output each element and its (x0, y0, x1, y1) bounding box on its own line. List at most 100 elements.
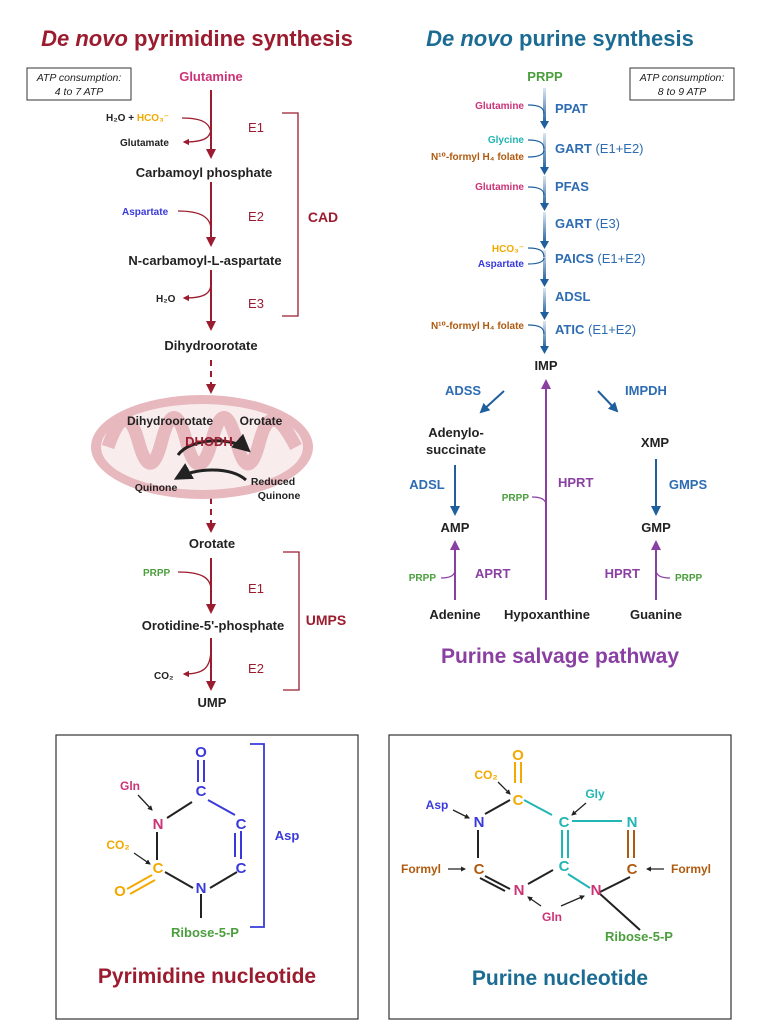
pur-in-curve-2b (527, 149, 545, 158)
pur-gmp: GMP (641, 520, 671, 535)
pyrimidine-blue-bonds (197, 760, 242, 859)
pur-arrowhead-5 (540, 279, 549, 287)
salvage-hypoxanthine: Hypoxanthine (504, 607, 590, 622)
umps-e1: E1 (248, 581, 264, 596)
pyr-n-carbamoyl: N-carbamoyl-L-aspartate (128, 253, 281, 268)
pur-nuc-gln: Gln (542, 910, 562, 924)
pyr-nuc-o-left: O (114, 883, 126, 900)
pyr-prpp: PRPP (143, 568, 171, 579)
pyr-glutamate-curve (182, 127, 212, 146)
pur-nuc-c8: C (627, 861, 638, 878)
purine-ring-bonds (477, 799, 641, 931)
dhodh-bottom-arc (173, 463, 247, 482)
pyrimidine-nucleotide-box (55, 734, 359, 1020)
pur-arrowhead-2 (540, 167, 549, 175)
pyr-atp-line2: 4 to 7 ATP (55, 86, 103, 98)
pur-nuc-o-top: O (512, 747, 524, 764)
purine-brown-bonds (627, 830, 635, 858)
pur-arrowhead-7 (540, 346, 549, 354)
pyr-nuc-n-left: N (153, 816, 164, 833)
pur-arrow-3 (543, 176, 546, 206)
pur-substrate-formyl-folate-2: N¹⁰-formyl H₄ folate (431, 321, 524, 332)
pur-nuc-n1: N (474, 814, 485, 831)
pyr-nuc-c-left-bottom: C (153, 860, 164, 877)
pyr-nuc-asp-bracket (250, 743, 265, 928)
pyr-orotate: Orotate (189, 536, 235, 551)
pyr-prpp-curve (177, 571, 212, 591)
pyr-omp: Orotidine-5'-phosphate (142, 618, 284, 633)
pur-arrow-6 (543, 288, 546, 315)
pur-nuc-asp-arrow (452, 809, 470, 819)
pur-adss: ADSS (445, 383, 481, 398)
pur-gmps: GMPS (669, 477, 708, 492)
pyr-dihydroorotate: Dihydroorotate (164, 338, 257, 353)
pur-prpp: PRPP (527, 69, 563, 84)
salvage-prpp-mid: PRPP (502, 493, 530, 504)
pyr-nuc-c-right-top: C (236, 816, 247, 833)
pur-substrate-hco3: HCO₃⁻ (492, 244, 524, 255)
salvage-prpp-left: PRPP (409, 573, 437, 584)
pyr-co2: CO₂ (154, 671, 173, 682)
pyr-e1: E1 (248, 120, 264, 135)
salvage-adenine: Adenine (429, 607, 480, 622)
salvage-prpp-right-curve (655, 569, 671, 579)
pur-nuc-gly: Gly (585, 787, 605, 801)
salvage-hprt-mid: HPRT (558, 475, 593, 490)
pur-enzyme-ppat: PPAT (555, 101, 588, 116)
pur-arrowhead-4 (540, 241, 549, 249)
pur-arrow-adss (479, 390, 505, 414)
umps-e2: E2 (248, 661, 264, 676)
salvage-aprt: APRT (475, 566, 510, 581)
pur-arrowhead-1 (540, 121, 549, 129)
purine-teal-bonds (523, 799, 622, 889)
pyr-nuc-o-top: O (195, 744, 207, 761)
pyr-h2o-plus: H₂O + HCO₃⁻ (106, 113, 169, 124)
pur-enzyme-gart-e1e2: GART (E1+E2) (555, 141, 644, 156)
pyr-nuc-ribose: Ribose-5-P (171, 925, 239, 940)
pur-substrate-glutamine-2: Glutamine (475, 182, 524, 193)
pyr-carbamoyl-phosphate: Carbamoyl phosphate (136, 165, 273, 180)
pyrimidine-ring-bonds (156, 801, 238, 889)
pyrimidine-title: De novo pyrimidine synthesis (41, 26, 353, 51)
dhodh-label: DHODH (185, 434, 233, 449)
umps-bracket (283, 551, 300, 691)
purine-orange-bonds (514, 762, 522, 783)
pur-adenylo-1: Adenylo- (428, 425, 484, 440)
mito-orotate: Orotate (240, 414, 283, 428)
mito-reduced-quinone-1: Reduced (251, 476, 295, 488)
pur-arrowhead-3 (540, 203, 549, 211)
pur-arrow-4 (543, 212, 546, 244)
pyr-aspartate: Aspartate (122, 207, 169, 218)
pur-arrowhead-6 (540, 312, 549, 320)
pur-enzyme-pfas: PFAS (555, 179, 589, 194)
pyr-nuc-n-bottom: N (196, 880, 207, 897)
pur-nuc-co2-arrow (497, 781, 511, 795)
pur-imp: IMP (534, 358, 557, 373)
pur-substrate-glutamine-1: Glutamine (475, 101, 524, 112)
pyr-hco3-curve (181, 117, 212, 136)
pur-nuc-c5: C (559, 814, 570, 831)
pyr-nuc-title: Pyrimidine nucleotide (98, 965, 316, 988)
pur-in-curve-5a (527, 247, 545, 258)
pur-amp: AMP (441, 520, 470, 535)
pur-in-curve-2a (527, 139, 545, 150)
pur-in-curve-7 (527, 324, 545, 335)
pur-in-curve-5b (527, 257, 545, 265)
pyr-nuc-co2-arrow (133, 852, 151, 865)
pur-nuc-n3: N (514, 882, 525, 899)
pyr-atp-line1: ATP consumption: (36, 72, 122, 84)
pur-substrate-glycine: Glycine (488, 135, 525, 146)
pyr-atp-box (26, 67, 132, 101)
pur-nuc-formyl-left: Formyl (401, 862, 441, 876)
salvage-prpp-mid-curve (531, 496, 547, 506)
pur-arrow-impdh (597, 390, 619, 413)
mito-reduced-quinone-2: Quinone (258, 490, 301, 502)
pyr-nuc-gln: Gln (120, 779, 140, 793)
pur-enzyme-paics: PAICS (E1+E2) (555, 251, 645, 266)
salvage-prpp-right: PRPP (675, 573, 703, 584)
pyr-h2o-out: H₂O (156, 294, 176, 305)
pur-enzyme-adsl: ADSL (555, 289, 590, 304)
pyr-glutamine: Glutamine (179, 69, 243, 84)
pur-nuc-co2: CO₂ (474, 768, 497, 782)
